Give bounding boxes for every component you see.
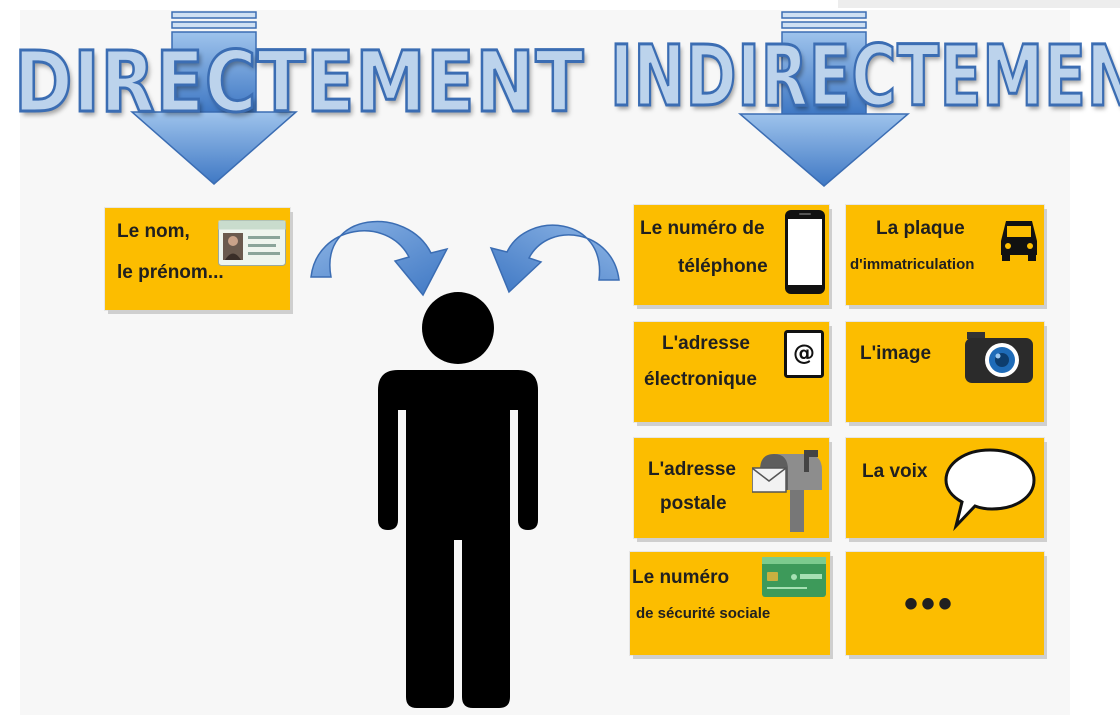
box-phone-line2: téléphone — [678, 256, 768, 277]
box-social: Le numéro de sécurité sociale — [630, 552, 830, 655]
down-arrow-left-icon — [130, 11, 298, 185]
box-voice: La voix — [846, 438, 1044, 538]
box-postal: L'adresse postale — [634, 438, 829, 538]
box-email-line2: électronique — [644, 369, 757, 390]
svg-text:@: @ — [793, 341, 815, 366]
box-more: ••• — [846, 552, 1044, 655]
down-arrow-right-icon — [737, 11, 911, 187]
box-voice-line1: La voix — [862, 461, 928, 482]
curved-arrow-left-icon — [310, 220, 449, 297]
email-at-icon: @ — [784, 330, 824, 378]
box-name: Le nom, le prénom... — [105, 208, 290, 310]
person-silhouette-icon — [378, 292, 538, 708]
box-plate-line1: La plaque — [876, 218, 965, 239]
id-card-icon — [218, 220, 286, 266]
camera-icon — [965, 332, 1033, 383]
box-social-line1: Le numéro — [632, 567, 730, 588]
box-email: L'adresse électronique @ — [634, 322, 829, 422]
box-image-line1: L'image — [860, 343, 932, 364]
box-postal-line2: postale — [660, 493, 727, 514]
box-email-line1: L'adresse — [662, 333, 750, 354]
heading-indirectement: INDIRECTEMENT — [609, 27, 1120, 125]
box-plate: La plaque d'immatriculation — [846, 205, 1044, 305]
more-ellipsis: ••• — [904, 582, 956, 626]
curved-arrow-right-icon — [489, 224, 620, 294]
box-name-line2: le prénom... — [117, 262, 224, 283]
box-image: L'image — [846, 322, 1044, 422]
box-name-line1: Le nom, — [117, 221, 190, 242]
car-icon — [1001, 221, 1037, 261]
vitale-card-icon — [762, 557, 826, 597]
box-phone: Le numéro de téléphone — [634, 205, 829, 305]
box-social-line2: de sécurité sociale — [636, 605, 771, 622]
speech-bubble-icon — [944, 448, 1036, 532]
box-phone-line1: Le numéro de — [640, 218, 765, 239]
heading-directement: DIRECTEMENT — [13, 33, 585, 131]
mailbox-icon — [752, 450, 822, 532]
box-plate-line2: d'immatriculation — [850, 256, 975, 273]
box-postal-line1: L'adresse — [648, 459, 736, 480]
smartphone-icon — [785, 210, 825, 294]
top-strip — [838, 0, 1120, 8]
